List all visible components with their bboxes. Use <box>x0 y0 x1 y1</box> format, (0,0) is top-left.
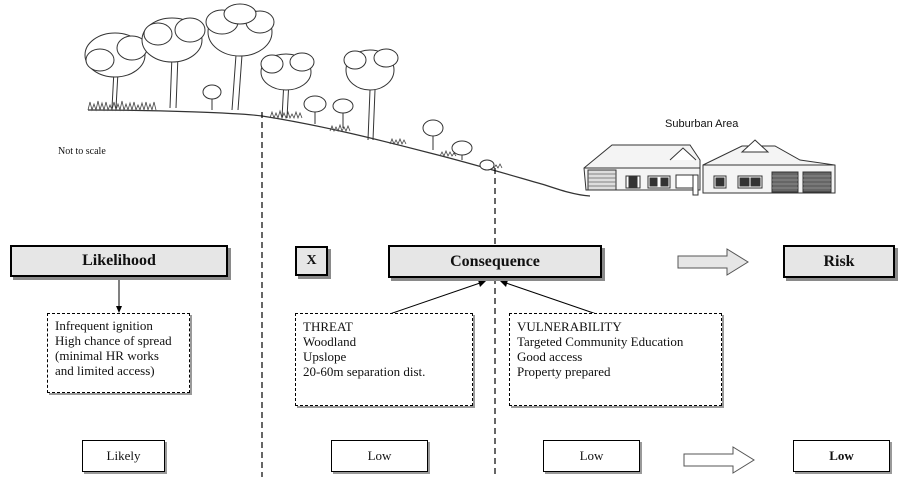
likelihood-factor: (minimal HR works <box>55 348 159 363</box>
vulnerability-line: Good access <box>517 349 583 364</box>
not-to-scale-label: Not to scale <box>58 146 106 157</box>
vulnerability-rating: Low <box>543 440 640 472</box>
grass-tufts <box>87 100 503 169</box>
suburban-area-label: Suburban Area <box>665 118 739 130</box>
threat-rating: Low <box>331 440 428 472</box>
vulnerability-box: VULNERABILITY Targeted Community Educati… <box>509 313 722 406</box>
vulnerability-line: Targeted Community Education <box>517 334 684 349</box>
house-right <box>702 139 836 194</box>
threat-line: Upslope <box>303 349 347 364</box>
ground-slope-line <box>87 109 591 197</box>
threat-line: THREAT <box>303 319 353 334</box>
vulnerability-line: Property prepared <box>517 364 611 379</box>
threat-line: Woodland <box>303 334 357 349</box>
house-left <box>583 144 701 191</box>
risk-rating: Low <box>793 440 890 472</box>
risk-header: Risk <box>783 245 895 278</box>
likelihood-header: Likelihood <box>10 245 228 277</box>
result-block-arrow <box>683 446 755 474</box>
threat-line: 20-60m separation dist. <box>303 364 426 379</box>
threat-arrow <box>377 282 481 319</box>
likelihood-rating: Likely <box>82 440 165 472</box>
multiply-symbol: X <box>295 246 328 276</box>
vulnerability-arrow <box>505 282 609 319</box>
likelihood-factors-box: Infrequent ignition High chance of sprea… <box>47 313 190 393</box>
fence-post <box>692 174 699 196</box>
consequence-header: Consequence <box>388 245 602 278</box>
likelihood-factor: Infrequent ignition <box>55 318 153 333</box>
likelihood-factor: and limited access) <box>55 363 155 378</box>
threat-box: THREAT Woodland Upslope 20-60m separatio… <box>295 313 473 406</box>
vulnerability-line: VULNERABILITY <box>517 319 622 334</box>
risk-block-arrow <box>677 248 749 276</box>
likelihood-factor: High chance of spread <box>55 333 172 348</box>
tree-group <box>84 3 495 171</box>
